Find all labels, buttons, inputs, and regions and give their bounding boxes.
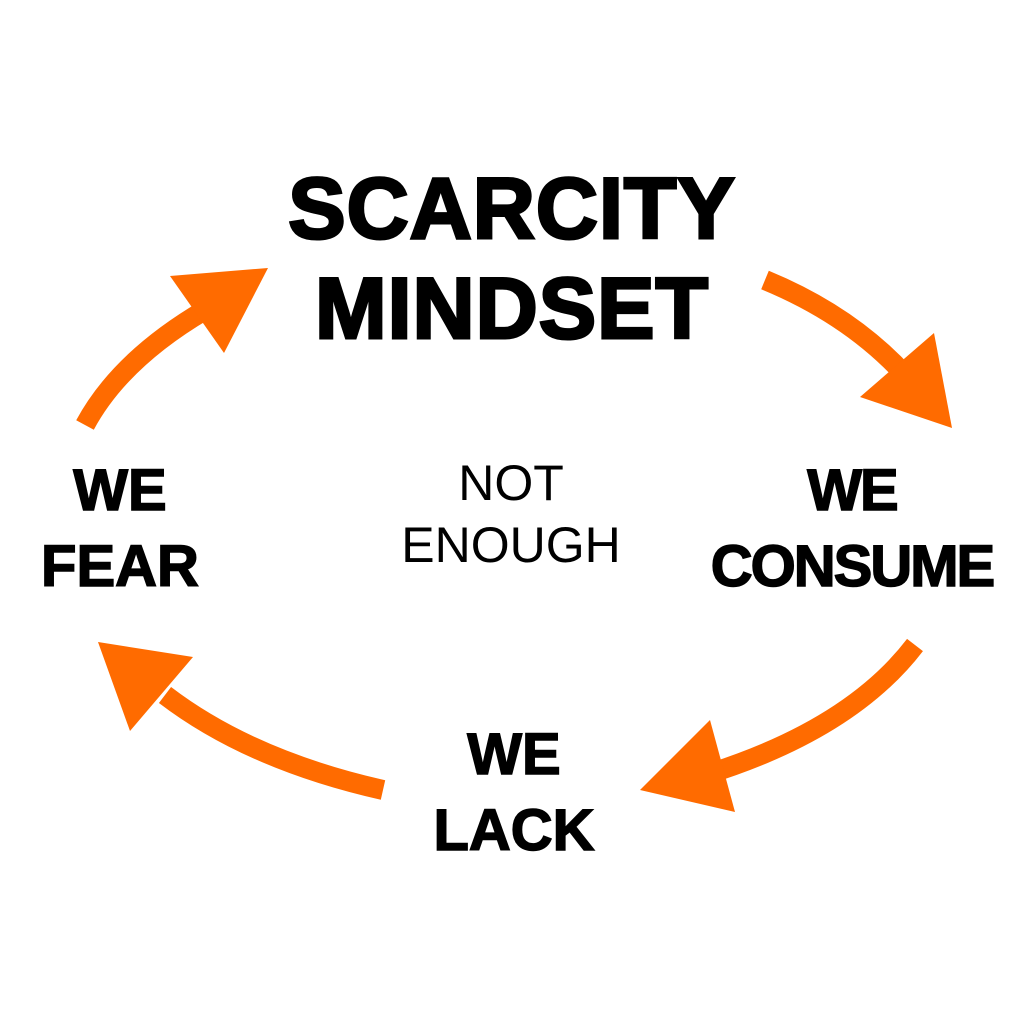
arrow-head-top-left — [170, 268, 268, 353]
arrow-scarcity-to-consume-shaft — [761, 270, 913, 382]
title-line-2: MINDSET — [313, 261, 709, 357]
arrow-consume-to-lack-shaft — [702, 638, 923, 785]
title-line-1: SCARCITY — [287, 161, 737, 257]
node-label-line-2: FEAR — [40, 534, 199, 599]
center-line-1: NOT — [458, 455, 564, 511]
node-label-line-1: WE — [467, 722, 562, 787]
node-label-line-2: LACK — [433, 798, 596, 863]
arrow-lack-to-fear-shaft — [158, 687, 386, 800]
node-we-consume: WE CONSUME — [710, 458, 996, 599]
node-label-line-1: WE — [807, 458, 900, 523]
node-label-line-2: CONSUME — [710, 534, 996, 599]
node-label-line-1: WE — [73, 458, 168, 523]
arrow-head-bottom-right — [640, 720, 735, 812]
diagram-title: SCARCITY MINDSET — [287, 161, 737, 357]
center-label: NOT ENOUGH — [401, 458, 620, 570]
arrow-head-bottom-left — [98, 642, 193, 731]
center-line-2: ENOUGH — [401, 517, 621, 573]
arrow-fear-to-scarcity-shaft — [76, 301, 211, 430]
node-we-lack: WE LACK — [433, 722, 596, 863]
node-we-fear: WE FEAR — [40, 458, 199, 599]
arrow-head-top-right — [860, 333, 952, 428]
